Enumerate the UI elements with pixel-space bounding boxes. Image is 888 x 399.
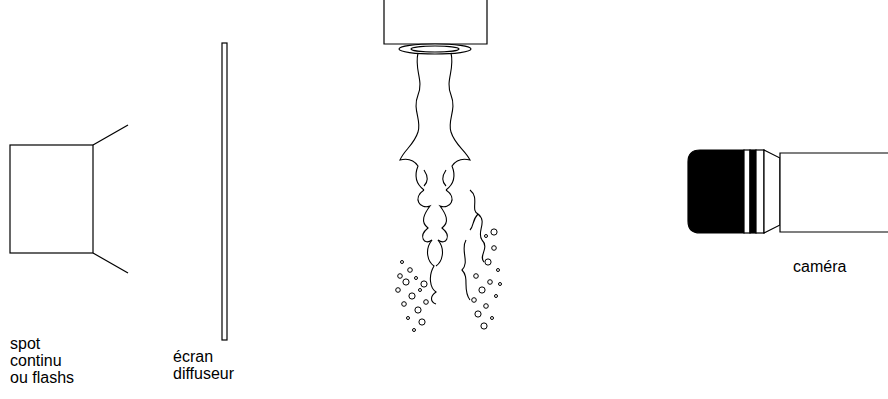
droplet	[485, 259, 491, 265]
droplet	[413, 329, 416, 332]
droplets	[396, 229, 502, 332]
droplet	[408, 268, 413, 273]
droplet	[424, 300, 429, 305]
droplet	[407, 317, 410, 320]
droplet	[481, 323, 487, 329]
droplet	[403, 279, 409, 285]
part-label: écran diffuseur	[173, 348, 243, 382]
diffuser-screen	[222, 43, 227, 340]
droplet	[488, 280, 493, 285]
liquid-jet	[400, 53, 485, 304]
nozzle	[384, 0, 487, 54]
droplet	[396, 288, 401, 293]
droplet	[415, 307, 421, 313]
part-label: spot continu ou flashs	[10, 335, 80, 386]
droplet	[419, 289, 422, 292]
droplet	[398, 274, 403, 279]
droplet	[485, 235, 488, 238]
droplet	[409, 293, 415, 299]
droplet	[492, 246, 497, 251]
droplet	[475, 311, 481, 317]
droplet	[484, 304, 489, 309]
camera	[688, 150, 888, 233]
spot-lamp	[10, 125, 128, 273]
droplet	[472, 298, 477, 303]
droplet	[419, 319, 425, 325]
droplet	[479, 287, 485, 293]
droplet	[495, 295, 498, 298]
droplet	[474, 274, 479, 279]
droplet	[402, 302, 407, 307]
droplet	[421, 281, 427, 287]
droplet	[497, 269, 500, 272]
droplet	[499, 283, 502, 286]
droplet	[491, 229, 497, 235]
droplet	[415, 277, 418, 280]
droplet	[491, 317, 494, 320]
droplet	[401, 261, 404, 264]
part-label: caméra	[793, 258, 873, 275]
